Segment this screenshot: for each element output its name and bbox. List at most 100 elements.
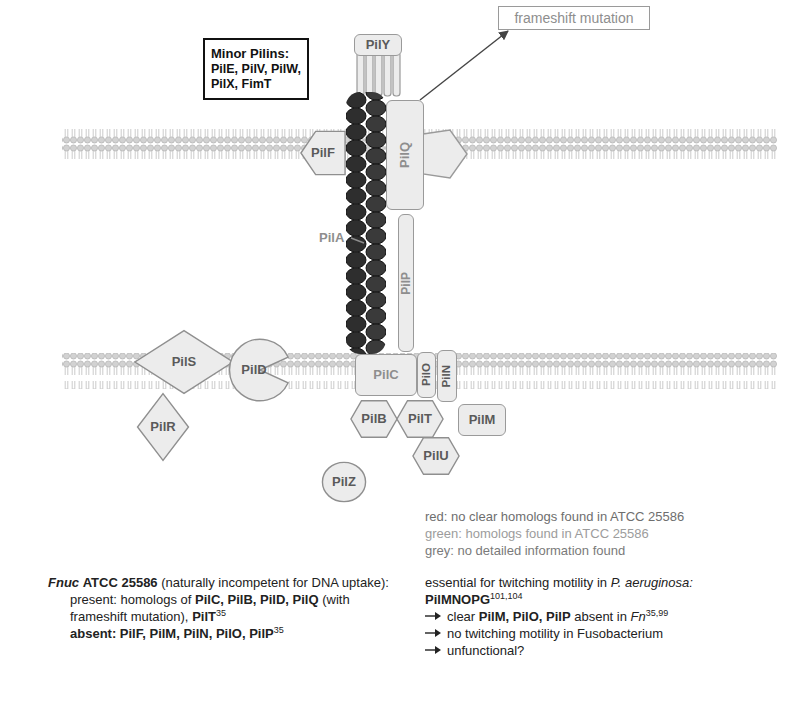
node-label: PilY: [366, 37, 391, 53]
reference-number: 35,99: [646, 608, 669, 618]
pilm-box: PilM: [458, 404, 506, 436]
node-label: PilB: [361, 411, 386, 427]
node-label: frameshift mutation: [514, 10, 633, 27]
outline-shape: [413, 438, 459, 474]
reference-number: 101,104: [490, 591, 523, 601]
outline-shape: [301, 131, 345, 174]
node-label: PilO: [420, 363, 434, 386]
node-text-group: PilB: [361, 411, 386, 427]
node-text-group: PilY: [366, 37, 391, 53]
pilb-hexagon: PilB: [350, 400, 398, 438]
note-text: unfunctional?: [447, 643, 524, 658]
pilf-pentagon: PilF: [300, 130, 346, 176]
notes-heading: PilMNOPG101,104: [425, 591, 793, 608]
note-text: absent in: [574, 609, 627, 624]
arrow-text: no twitching motility in Fusobacterium: [447, 625, 663, 642]
node-text-group: PilS: [172, 354, 197, 370]
node-label: PilC: [373, 367, 398, 383]
node-text-group: PilQ: [397, 142, 413, 168]
pilz-circle: PilZ: [322, 462, 366, 502]
node-text-group: Minor Pilins:PilE, PilV, PilW, PilX, Fim…: [211, 46, 301, 92]
pilp-bar: PilP: [398, 214, 414, 352]
arrow-symbol: [425, 628, 441, 638]
node-label: PilU: [423, 448, 448, 464]
pila-leader: [351, 238, 364, 243]
node-label: PilR: [150, 419, 175, 435]
note-text: (naturally incompetent for DNA uptake):: [161, 575, 389, 590]
node-text-group: PilM: [469, 412, 496, 428]
legend-text: grey: no detailed information found: [425, 543, 625, 558]
note-text: ATCC 25586: [83, 575, 158, 590]
pilr-diamond: PilR: [137, 393, 189, 461]
arrow-shaft: [425, 649, 436, 650]
twitching-notes: essential for twitching motility in P. a…: [425, 574, 793, 659]
note-text: clear: [447, 609, 475, 624]
pily-cap: PilY: [354, 34, 402, 56]
minor-pilins-box: Minor Pilins:PilE, PilV, PilW, PilX, Fim…: [203, 38, 309, 100]
node-text-group: PilO: [420, 363, 434, 386]
legend-text: red: no clear homologs found in ATCC 255…: [425, 509, 684, 524]
node-text-group: PilZ: [332, 474, 356, 490]
node-label: PilF: [311, 145, 335, 161]
note-text: PilC, PilB, PilD, PilQ: [195, 592, 319, 607]
pils-diamond: PilS: [134, 330, 234, 394]
node-label: PilD: [241, 362, 266, 378]
arrow-shaft: [425, 615, 436, 616]
note-text: P. aeruginosa:: [611, 575, 693, 590]
callout-arrow: [420, 31, 508, 100]
note-text: no twitching motility in Fusobacterium: [447, 626, 663, 641]
strain-heading: Fnuc ATCC 25586 (naturally incompetent f…: [48, 574, 410, 591]
node-label: PilP: [399, 272, 413, 295]
note-text: present: homologs of: [70, 592, 191, 607]
arrow-row: no twitching motility in Fusobacterium: [425, 625, 793, 642]
node-text-group: PilU: [423, 448, 448, 464]
node-text-group: PilN: [440, 365, 454, 387]
pilo-box: PilO: [417, 352, 436, 398]
arrow-head: [435, 646, 441, 654]
node-label: PilT: [408, 411, 432, 427]
node-label: PilE, PilV, PilW, PilX, FimT: [211, 62, 301, 92]
legend-swatch: grey: no detailed information found: [425, 543, 625, 558]
pilq-secretin: PilQ: [386, 100, 424, 210]
note-text: PilT: [192, 609, 216, 624]
arrow-shaft: [425, 632, 436, 633]
node-label: PilQ: [397, 142, 413, 168]
node-label: PilZ: [332, 474, 356, 490]
outline-shape: [351, 401, 397, 437]
legend-row: green: homologs found in ATCC 25586: [425, 525, 793, 542]
bullet-item: absent: PilF, PilM, PilN, PilO, PilP35: [48, 625, 410, 642]
arrow-head: [435, 629, 441, 637]
legend: red: no clear homologs found in ATCC 255…: [425, 508, 793, 559]
note-text: Fnuc: [48, 575, 79, 590]
node-text-group: frameshift mutation: [514, 10, 633, 27]
arrow-head: [435, 612, 441, 620]
pild-circle: PilD: [228, 338, 292, 402]
legend-swatch: green: homologs found in ATCC 25586: [425, 526, 649, 541]
outline-shape: [322, 462, 365, 501]
part-label: PilA: [319, 230, 344, 245]
node-label: PilN: [440, 365, 454, 387]
node-label: PilM: [469, 412, 496, 428]
note-text: Fn: [631, 609, 646, 624]
node-text-group: PilR: [150, 419, 175, 435]
note-text: absent: PilF, PilM, PilN, PilO, PilP: [70, 626, 274, 641]
pily-stalks: [357, 52, 400, 96]
pilq-domain: [423, 130, 467, 178]
node-label: PilS: [172, 354, 197, 370]
node-text-group: PilF: [311, 145, 335, 161]
note-text: PilMNOPG: [425, 592, 490, 607]
outline-shape: [397, 401, 443, 437]
notes-heading: essential for twitching motility in P. a…: [425, 574, 793, 591]
arrow-row: unfunctional?: [425, 642, 793, 659]
node-text-group: PilD: [241, 362, 266, 378]
arrow-text: clear PilM, PilO, PilP absent in Fn35,99: [447, 608, 668, 625]
legend-text: green: homologs found in ATCC 25586: [425, 526, 649, 541]
strain-notes: Fnuc ATCC 25586 (naturally incompetent f…: [48, 574, 410, 642]
pilu-hexagon: PilU: [412, 437, 460, 475]
legend-row: grey: no detailed information found: [425, 542, 793, 559]
pilt-hexagon: PilT: [396, 400, 444, 438]
arrow-text: unfunctional?: [447, 642, 524, 659]
annotation-box: frameshift mutation: [498, 6, 650, 30]
outline-shape: [135, 331, 233, 394]
pilc-box: PilC: [355, 354, 417, 396]
